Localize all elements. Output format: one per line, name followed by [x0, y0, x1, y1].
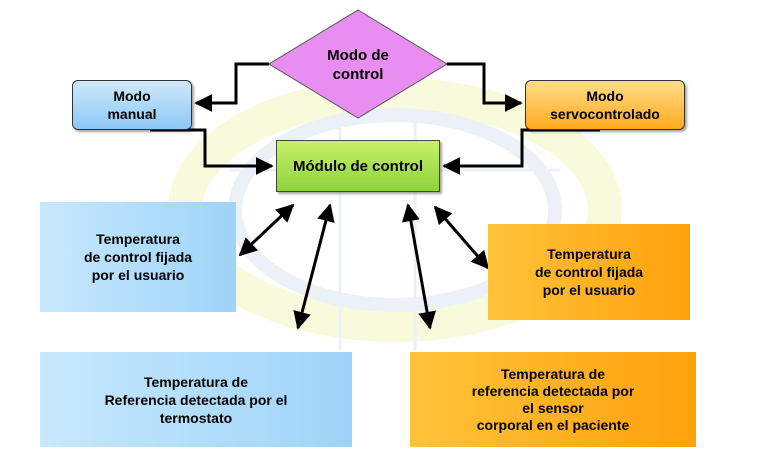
modo-servocontrolado-label: Modo servocontrolado	[550, 88, 660, 122]
modo-control-label: Modo de control	[327, 47, 389, 83]
arrow-to-modo-manual	[194, 62, 269, 112]
modo-manual-label: Modo manual	[107, 88, 157, 122]
temp-termostato-box: Temperatura de Referencia detectada por …	[40, 352, 352, 447]
arrow-modulo-temp-usuario-izq	[238, 203, 295, 257]
temp-sensor-box: Temperatura de referencia detectada por …	[410, 352, 696, 447]
modo-manual-box: Modo manual	[72, 80, 192, 130]
temp-usuario-derecha-label: Temperatura de control fijada por el usu…	[534, 246, 644, 298]
modulo-control-box: Módulo de control	[276, 140, 440, 192]
arrow-modulo-temp-termostato	[293, 203, 335, 330]
arrow-modulo-temp-usuario-der	[433, 205, 490, 270]
arrow-servo-to-modulo	[442, 128, 600, 175]
modo-servocontrolado-box: Modo servocontrolado	[525, 80, 685, 130]
temp-usuario-izquierda-box: Temperatura de control fijada por el usu…	[40, 202, 236, 312]
temp-usuario-derecha-box: Temperatura de control fijada por el usu…	[488, 224, 690, 320]
modulo-control-label: Módulo de control	[293, 157, 423, 175]
arrow-manual-to-modulo	[150, 128, 274, 175]
arrow-to-modo-servo	[447, 62, 523, 112]
temp-sensor-label: Temperatura de referencia detectada por …	[471, 365, 635, 433]
arrow-modulo-temp-sensor	[401, 203, 437, 330]
temp-usuario-izquierda-label: Temperatura de control fijada por el usu…	[83, 231, 193, 283]
temp-termostato-label: Temperatura de Referencia detectada por …	[104, 373, 288, 426]
modo-control-diamond	[268, 9, 448, 119]
